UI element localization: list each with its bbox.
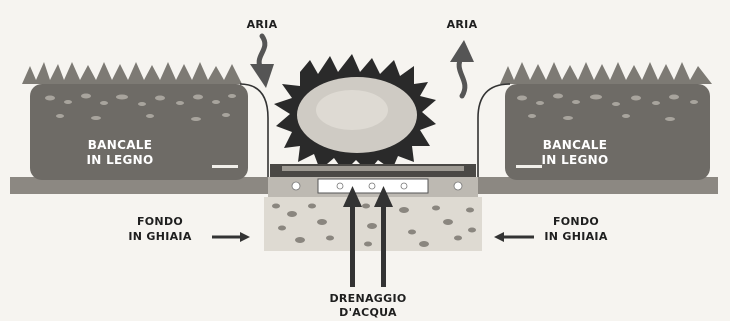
pallet-left-slat xyxy=(212,165,238,168)
air-right-arrow-icon xyxy=(450,40,474,96)
grass-right xyxy=(500,62,712,84)
pallet-right-slat xyxy=(516,165,542,168)
gravel-label-right-line1: FONDO xyxy=(553,215,599,228)
air-label-left: ARIA xyxy=(247,18,278,31)
pallet-left-label-line2: IN LEGNO xyxy=(86,153,153,167)
gravel-label-left-line1: FONDO xyxy=(137,215,183,228)
drain-grate-slot xyxy=(282,166,464,171)
air-label-right: ARIA xyxy=(447,18,478,31)
gravel-left-arrow-icon xyxy=(212,232,250,242)
gravel-right-arrow-icon xyxy=(494,232,534,242)
gravel-label-left-line2: IN GHIAIA xyxy=(128,230,191,243)
drainage-label-line2: D'ACQUA xyxy=(339,306,397,319)
gravel-label-right-line2: IN GHIAIA xyxy=(544,230,607,243)
pallet-right-label-line2: IN LEGNO xyxy=(541,153,608,167)
pallet-left-label-line1: BANCALE xyxy=(88,138,153,152)
air-left-arrow-icon xyxy=(250,36,274,88)
drainage-label-line1: DRENAGGIO xyxy=(329,292,406,305)
grass-left xyxy=(22,62,242,84)
fire-burst xyxy=(274,54,436,172)
pallet-right-label-line1: BANCALE xyxy=(543,138,608,152)
